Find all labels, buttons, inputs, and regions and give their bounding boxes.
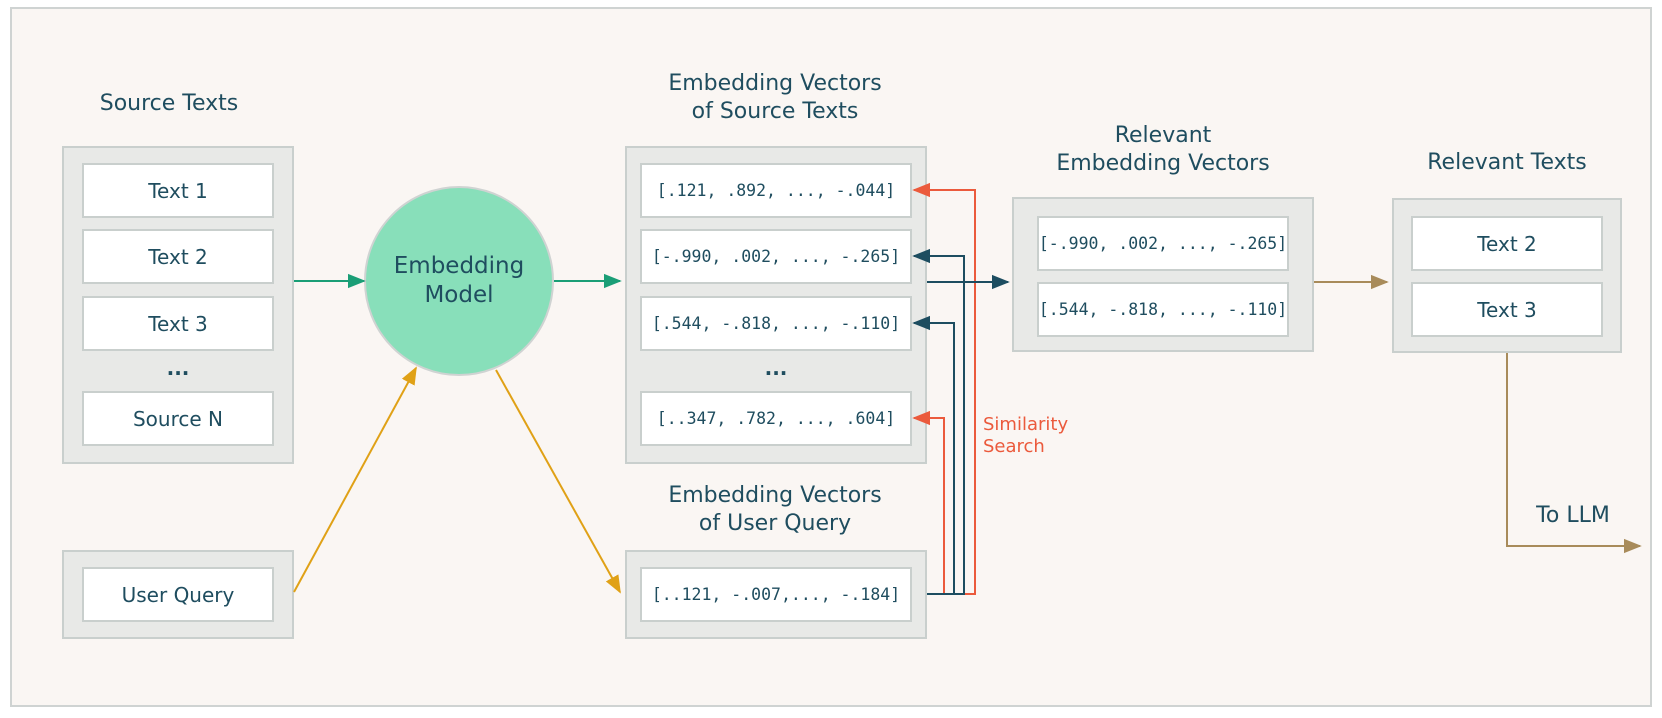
relevant-text-card-1: Text 2 [1411,216,1603,271]
to-llm-label: To LLM [1536,503,1610,528]
edge-relevant-texts-to-llm [1506,353,1642,554]
source-texts-heading: Source Texts [99,91,239,116]
edge-model-to-query-vector [495,369,621,594]
embedding-model-label: Embedding Model [394,252,524,310]
embedding-model-label-line1: Embedding [393,253,525,279]
source-text-card-1: Text 1 [82,163,274,218]
relevant-vectors-heading: Relevant Embedding Vectors [1012,122,1314,178]
relevant-vector-card-2: [.544, -.818, ..., -.110] [1037,282,1289,337]
source-vector-card-2: [-.990, .002, ..., -.265] [640,229,912,284]
edge-user-query-to-model [293,366,417,593]
relevant-texts-heading: Relevant Texts [1427,150,1587,175]
source-vectors-ellipsis: ... [764,356,788,380]
user-query-card: User Query [82,567,274,622]
relevant-text-card-2: Text 3 [1411,282,1603,337]
source-vector-card-1: [.121, .892, ..., -.044] [640,163,912,218]
source-vector-card-3: [.544, -.818, ..., -.110] [640,296,912,351]
edge-similarity-to-vector-2 [912,248,965,595]
query-vector-card: [..121, -.007,..., -.184] [640,567,912,622]
source-vectors-heading-line1: Embedding Vectors [668,71,882,96]
source-vectors-heading: Embedding Vectors of Source Texts [625,70,925,126]
source-text-card-n: Source N [82,391,274,446]
similarity-search-label: Similarity Search [983,414,1069,457]
embedding-model-circle: Embedding Model [364,186,554,376]
relevant-vector-card-1: [-.990, .002, ..., -.265] [1037,216,1289,271]
query-vectors-heading-line2: of User Query [698,511,852,536]
source-text-card-2: Text 2 [82,229,274,284]
query-vectors-heading: Embedding Vectors of User Query [625,482,925,538]
source-texts-ellipsis: ... [166,356,190,380]
source-vector-card-n: [..347, .782, ..., .604] [640,391,912,446]
source-vectors-heading-line2: of Source Texts [691,99,859,124]
edge-similarity-to-vector-n [912,410,945,595]
relevant-vectors-heading-line1: Relevant [1114,123,1212,148]
relevant-vectors-heading-line2: Embedding Vectors [1056,151,1270,176]
query-vectors-heading-line1: Embedding Vectors [668,483,882,508]
edge-similarity-to-vector-3 [912,315,955,595]
embedding-model-label-line2: Model [424,282,494,308]
source-text-card-3: Text 3 [82,296,274,351]
